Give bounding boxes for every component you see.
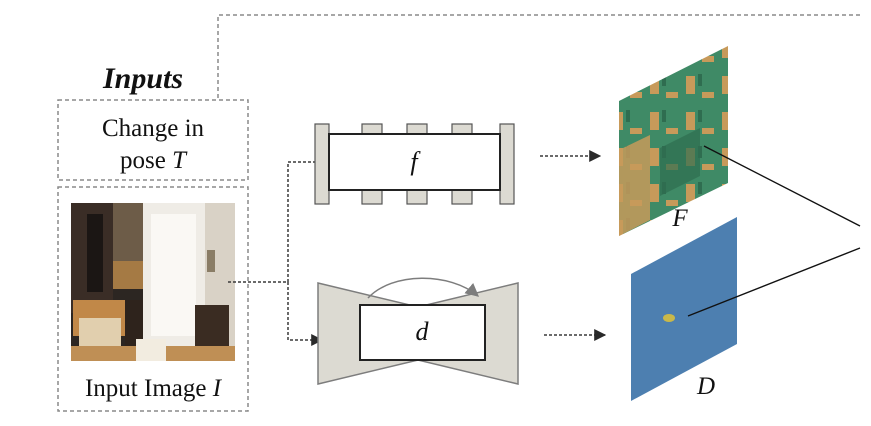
- network-f: f: [314, 123, 515, 205]
- depth-map-D-label: D: [696, 373, 715, 400]
- feature-map-F-label: F: [671, 205, 688, 232]
- pose-variable-T: T: [172, 147, 188, 174]
- input-image-caption-prefix: Input Image: [85, 375, 213, 402]
- network-f-label: f: [410, 147, 421, 176]
- pose-box-line2: pose T: [120, 147, 188, 174]
- pose-box-line1: Change in: [102, 115, 205, 142]
- F-output-line: [703, 145, 861, 227]
- inputs-title: Inputs: [102, 62, 183, 95]
- input-image-box: Input Image I: [57, 186, 249, 412]
- input-image-thumbnail: [71, 203, 235, 361]
- depth-map-D: D: [631, 217, 737, 401]
- network-d: d: [317, 277, 519, 385]
- pose-connector-line: [217, 14, 860, 98]
- pose-box-prefix: pose: [120, 147, 172, 174]
- network-d-label: d: [416, 317, 430, 346]
- feature-map-F: F: [619, 46, 728, 236]
- D-output-line: [687, 247, 861, 317]
- input-image-caption: Input Image I: [85, 375, 223, 402]
- change-in-pose-box: Change in pose T: [57, 99, 249, 181]
- input-variable-I: I: [212, 375, 223, 402]
- image-to-networks-connector: [228, 156, 330, 346]
